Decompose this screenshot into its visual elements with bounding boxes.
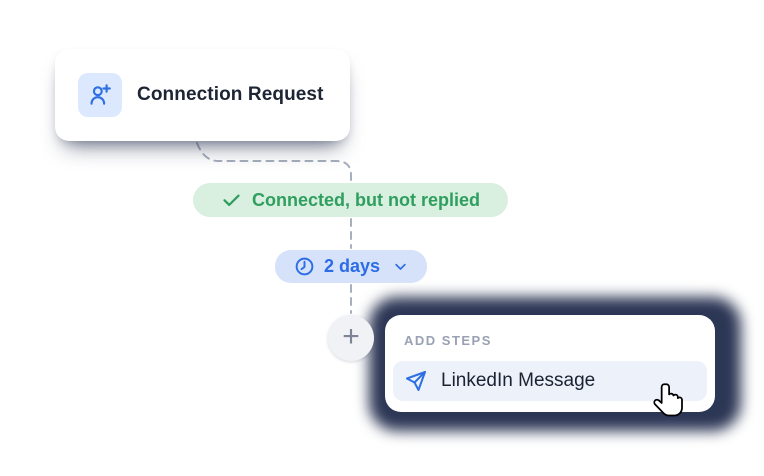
plus-icon: + (342, 319, 360, 353)
user-plus-icon (90, 84, 111, 105)
add-step-button[interactable]: + (328, 315, 374, 361)
step-card-label: Connection Request (137, 84, 324, 105)
check-icon (223, 194, 240, 206)
add-steps-menu-title: ADD STEPS (404, 333, 492, 348)
menu-item-linkedin-message[interactable]: LinkedIn Message (393, 361, 707, 401)
hand-pointer-cursor (653, 383, 683, 417)
connector-card-to-badge (196, 142, 352, 182)
add-steps-menu: ADD STEPS LinkedIn Message (385, 315, 715, 412)
condition-badge-label: Connected, but not replied (252, 189, 480, 210)
delay-dropdown[interactable]: 2 days (275, 250, 427, 283)
menu-item-label: LinkedIn Message (441, 370, 596, 391)
send-icon (406, 371, 426, 391)
condition-badge: Connected, but not replied (193, 183, 508, 217)
chevron-down-icon (393, 259, 408, 274)
delay-value: 2 days (323, 256, 381, 276)
clock-icon (295, 257, 314, 276)
step-icon-chip (78, 73, 122, 117)
step-card-connection-request[interactable]: Connection Request (55, 49, 350, 141)
